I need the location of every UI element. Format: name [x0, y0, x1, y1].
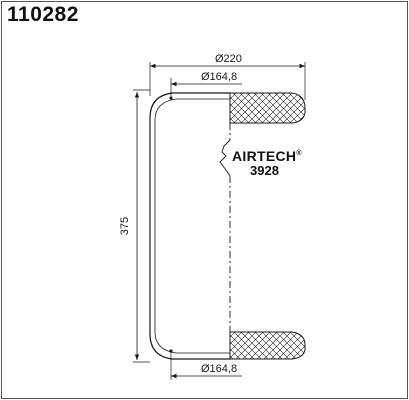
plate-bead-markers: [169, 96, 173, 353]
brand-logo: AIRTECH®: [232, 148, 302, 164]
top-hatch-section: [229, 92, 306, 124]
bellow-outline: [149, 92, 230, 360]
bottom-plate-diameter-label: Ø164,8: [201, 363, 237, 375]
dimension-lines: [134, 63, 305, 379]
bottom-hatch-section: [229, 331, 306, 360]
height-label: 375: [119, 217, 131, 235]
centerline: [219, 93, 231, 359]
model-number: 3928: [250, 163, 279, 178]
top-plate-diameter-label: Ø164,8: [201, 71, 237, 83]
outer-diameter-label: Ø220: [215, 53, 242, 65]
part-number-title: 110282: [7, 3, 79, 26]
